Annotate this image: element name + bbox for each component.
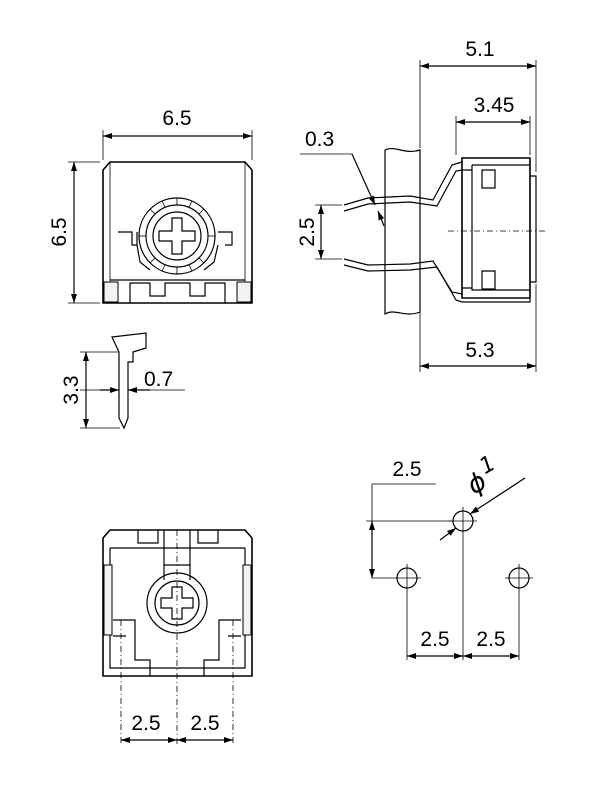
dim-layout-pitch-right: 2.5 (476, 628, 505, 651)
bottom-view: 2.5 2.5 (102, 529, 253, 745)
dim-front-height: 6.5 (48, 217, 71, 246)
dim-pin-width: 0.7 (144, 368, 173, 391)
dim-pin-length: 3.3 (60, 375, 83, 404)
pin-detail: 0.7 3.3 (60, 332, 185, 430)
serration-ring (139, 198, 215, 274)
dim-side-pitch: 2.5 (296, 217, 319, 246)
cross-slot-icon (158, 217, 196, 255)
side-view: 5.1 3.45 0.3 2.5 5.3 (296, 38, 545, 372)
pcb-layout: 2.5 ϕ 1 2.5 2.5 (366, 451, 533, 660)
dim-layout-pitch-left: 2.5 (420, 628, 449, 651)
dim-layout-offset: 2.5 (392, 458, 421, 481)
cross-slot-bottom-icon (160, 586, 194, 620)
dim-side-bottom: 5.3 (465, 339, 494, 362)
dim-bottom-pitch-right: 2.5 (190, 712, 219, 735)
dim-pin-thickness: 0.3 (305, 128, 334, 151)
dim-side-body: 3.45 (474, 94, 515, 117)
dim-side-total: 5.1 (465, 38, 494, 61)
dim-bottom-pitch-left: 2.5 (131, 712, 160, 735)
dim-front-width: 6.5 (162, 107, 191, 130)
front-view: 6.5 6.5 (48, 107, 253, 304)
